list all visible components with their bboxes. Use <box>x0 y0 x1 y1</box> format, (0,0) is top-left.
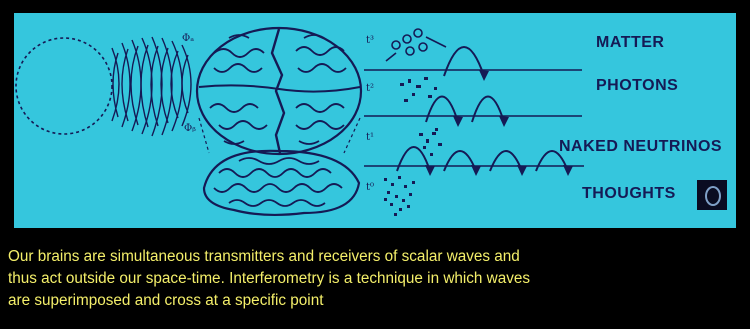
dashed-sphere <box>15 37 113 135</box>
matter-particles <box>385 28 447 62</box>
brain-top-view <box>195 26 363 156</box>
arrow-heads <box>425 70 573 176</box>
wave-arcs <box>396 46 569 172</box>
caption-line: are superimposed and cross at a specific… <box>8 292 324 309</box>
label-photons: PHOTONS <box>596 77 679 94</box>
scalar-wave-diagram: t³ t² t¹ t⁰ Φₐ Φᵦ <box>15 26 584 216</box>
caption-line: thus act outside our space-time. Interfe… <box>8 270 531 287</box>
phi-mark-a: Φₐ <box>182 33 194 44</box>
level-mark-t1: t¹ <box>366 132 374 143</box>
label-matter: MATTER <box>596 34 665 51</box>
wave-fronts <box>111 36 192 137</box>
thought-icon <box>697 180 727 210</box>
brain-side-view <box>202 149 361 216</box>
label-naked-neutrinos: NAKED NEUTRINOS <box>559 138 723 155</box>
thought-dots <box>384 176 415 216</box>
phi-mark-b: Φᵦ <box>184 123 196 134</box>
particle-speckles <box>384 77 442 216</box>
caption-line: Our brains are simultaneous transmitters… <box>8 248 520 265</box>
caption: Our brains are simultaneous transmitters… <box>8 246 748 312</box>
label-thoughts: THOUGHTS <box>582 185 676 202</box>
level-mark-t3: t³ <box>366 35 374 46</box>
level-mark-t2: t² <box>366 83 374 94</box>
slide: t³ t² t¹ t⁰ Φₐ Φᵦ MATTER PHOTONS NAKED N… <box>14 13 736 228</box>
level-mark-t0: t⁰ <box>366 182 374 193</box>
